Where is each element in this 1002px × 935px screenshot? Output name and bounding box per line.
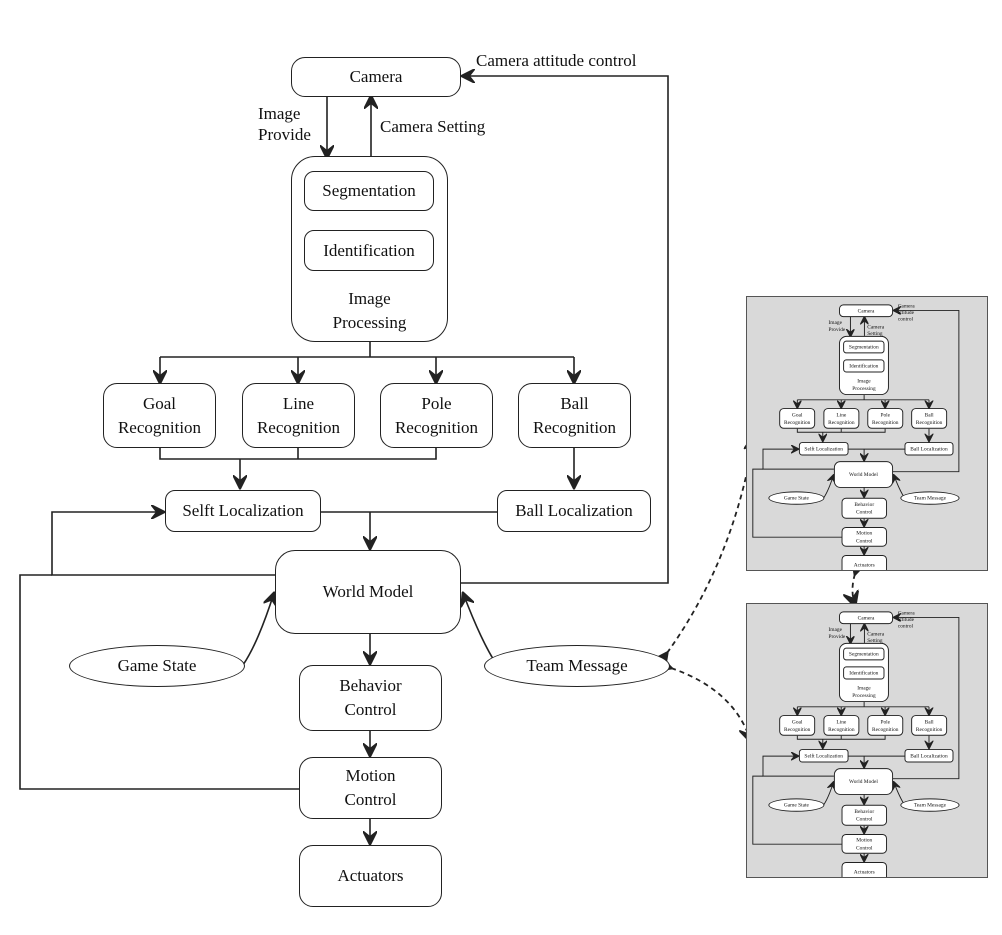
self-localization-node: Selft Localization <box>798 442 849 456</box>
connector-lines <box>752 296 960 571</box>
world-model-node: World Model <box>275 550 461 634</box>
identification-node: Identification <box>843 666 885 680</box>
identification-node: Identification <box>304 230 434 271</box>
camera-attitude-control-label: Camera attitude control <box>897 302 915 322</box>
camera-setting-label: Camera Setting <box>380 117 486 136</box>
ball-recognition-node: Ball Recognition <box>911 408 948 429</box>
goal-recognition-node: Goal Recognition <box>779 408 816 429</box>
game-state-node: Game State <box>768 798 825 812</box>
goal-recognition-node: Goal Recognition <box>103 383 216 448</box>
connector-lines <box>752 603 960 878</box>
segmentation-node: Segmentation <box>304 171 434 211</box>
ball-localization-node: Ball Localization <box>904 442 954 456</box>
image-provide-label: Image Provide <box>258 104 311 144</box>
line-recognition-node: Line Recognition <box>242 383 355 448</box>
image-provide-label: Image Provide <box>828 626 846 640</box>
team-link-between-robots <box>853 574 856 606</box>
camera-node: Camera <box>838 304 894 318</box>
edge-camera-attitude-control <box>460 76 669 584</box>
camera-setting-label: Camera Setting <box>867 323 885 337</box>
motion-control-node: Motion Control <box>841 834 888 854</box>
goal-recognition-node: Goal Recognition <box>779 715 816 736</box>
pole-recognition-node: Pole Recognition <box>380 383 493 448</box>
identification-node: Identification <box>843 359 885 373</box>
team-link-upper <box>667 436 754 653</box>
pole-recognition-node: Pole Recognition <box>867 715 904 736</box>
actuators-node: Actuators <box>299 845 442 907</box>
camera-setting-label: Camera Setting <box>867 630 885 644</box>
motion-control-node: Motion Control <box>841 527 888 547</box>
edge-camera-attitude-control <box>893 617 960 780</box>
game-state-node: Game State <box>768 491 825 505</box>
ball-localization-node: Ball Localization <box>497 490 651 532</box>
team-message-node: Team Message <box>900 798 960 812</box>
game-state-node: Game State <box>69 645 245 687</box>
line-recognition-node: Line Recognition <box>823 408 860 429</box>
self-localization-node: Selft Localization <box>165 490 321 532</box>
actuators-node: Actuators <box>841 861 888 877</box>
image-processing-label: Image Processing <box>852 377 876 392</box>
image-processing-label: Image Processing <box>852 684 876 699</box>
image-processing-label: Image Processing <box>332 289 407 332</box>
camera-node: Camera <box>838 611 894 625</box>
motion-control-node: Motion Control <box>299 757 442 819</box>
edge-game-state <box>823 782 834 806</box>
pole-recognition-node: Pole Recognition <box>867 408 904 429</box>
segmentation-node: Segmentation <box>843 647 885 661</box>
edge-game-state <box>242 593 274 666</box>
segmentation-node: Segmentation <box>843 340 885 354</box>
camera-attitude-control-label: Camera attitude control <box>897 609 915 629</box>
self-localization-node: Selft Localization <box>798 749 849 763</box>
image-provide-label: Image Provide <box>828 319 846 333</box>
edge-game-state <box>823 475 834 499</box>
edge-team-message <box>463 593 498 666</box>
team-message-node: Team Message <box>900 491 960 505</box>
behavior-control-node: Behavior Control <box>299 665 442 731</box>
ball-recognition-node: Ball Recognition <box>911 715 948 736</box>
team-message-node: Team Message <box>484 645 670 687</box>
behavior-control-node: Behavior Control <box>841 497 888 519</box>
world-model-node: World Model <box>833 461 894 488</box>
line-recognition-node: Line Recognition <box>823 715 860 736</box>
edge-camera-attitude-control <box>893 310 960 473</box>
behavior-control-node: Behavior Control <box>841 804 888 826</box>
camera-node: Camera <box>291 57 461 97</box>
ball-localization-node: Ball Localization <box>904 749 954 763</box>
ball-recognition-node: Ball Recognition <box>518 383 631 448</box>
camera-attitude-control-label: Camera attitude control <box>476 51 637 70</box>
world-model-node: World Model <box>833 768 894 795</box>
team-link-lower <box>671 668 751 742</box>
actuators-node: Actuators <box>841 554 888 570</box>
